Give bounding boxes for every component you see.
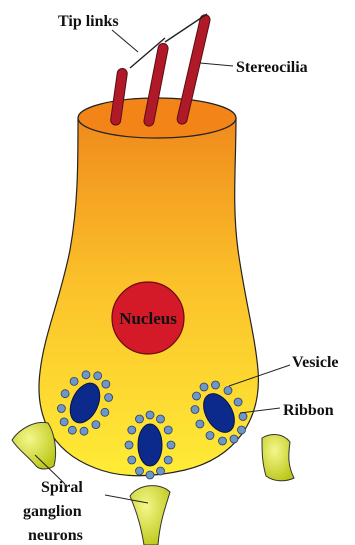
stereocilia-leader [200,63,233,66]
neuron-left [12,422,56,469]
vesicle [68,426,76,434]
vesicle [60,418,68,426]
vesicle [200,383,208,391]
vesicle [164,426,172,434]
ribbon-label: Ribbon [283,402,334,419]
vesicle [157,467,165,475]
vesicle [102,380,110,388]
vesicle [234,398,242,406]
vesicle [82,371,90,379]
vesicle [70,377,78,385]
vesicle [94,372,102,380]
vesicle [136,467,144,475]
neuron-right [262,435,294,481]
vesicle [212,381,220,389]
ganglion-label: ganglion [23,503,82,520]
vesicle [92,421,100,429]
vesicle [128,426,136,434]
vesicle [146,411,154,419]
vesicle [146,471,154,479]
vesicle [136,415,144,423]
neurons-label: neurons [28,527,83,544]
vesicle [128,456,136,464]
nucleus-label: Nucleus [119,309,177,328]
vesicle [80,427,88,435]
vesicle [239,413,247,421]
vesicle [101,408,109,416]
vesicle [193,392,201,400]
vesicle [191,406,199,414]
stereocilia-label: Stereocilia [236,59,308,76]
vesicle [238,426,246,434]
vesicle [230,435,238,443]
vesicle [57,405,65,413]
vesicle [125,441,133,449]
vesicle [219,437,227,445]
vesicle [164,456,172,464]
vesicle [167,441,175,449]
vesicle [224,387,232,395]
tip-links-label: Tip links [58,13,119,30]
vesicle [105,394,113,402]
vesicle-label: Vesicle [292,354,339,371]
spiral-label: Spiral [41,479,83,496]
tip-links-leader [112,30,138,52]
ribbon-center [138,424,162,466]
vesicle [206,432,214,440]
neuron-center [130,486,170,545]
vesicle [157,415,165,423]
vesicle [196,420,204,428]
vesicle [61,390,69,398]
